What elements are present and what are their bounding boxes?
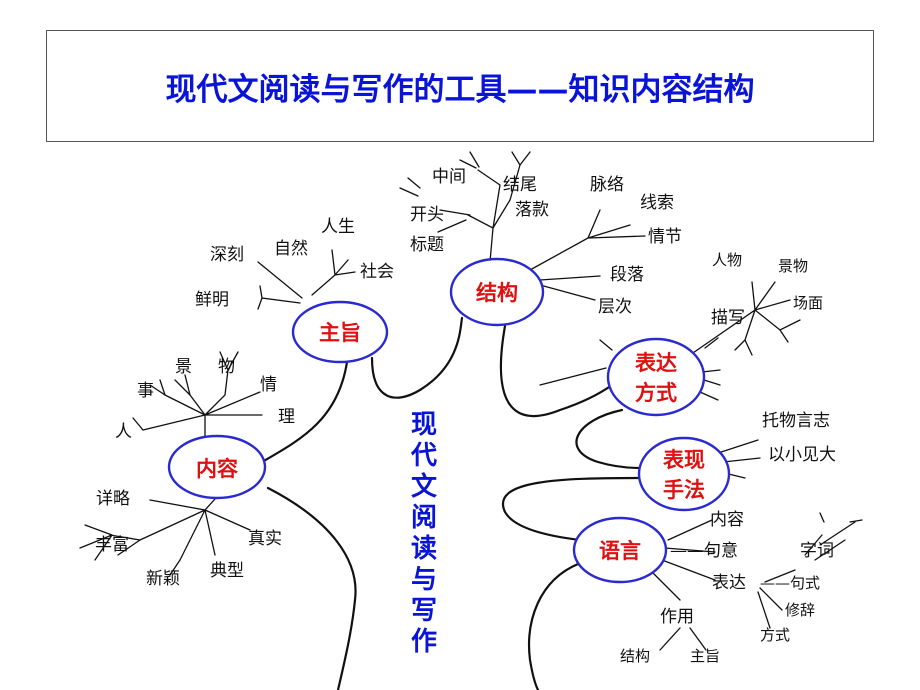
trunk-biaoda-biaoxian [575,408,642,470]
node-neirong: 内容 [196,457,238,481]
label-jiewei: 结尾 [503,175,537,195]
label-biaoti: 标题 [410,235,444,255]
trunk-yuyan-down [528,562,580,690]
node-neirong-circle [167,434,267,500]
label-yy-biaoda: 表达 [712,573,746,593]
label-li: 理 [278,407,295,427]
label-kaitou: 开头 [410,205,444,225]
node-zhuzhi: 主旨 [319,321,361,345]
label-xiansuo: 线索 [640,193,674,213]
trunk-char: 读 [410,534,437,564]
trunk-biaoxian-yuyan [501,476,642,542]
label-renwu: 人物 [712,251,742,269]
label-dianxing: 典型 [210,561,244,581]
label-qing: 情 [260,375,277,395]
label-tuowu: 托物言志 [762,411,830,431]
trunk-char: 阅 [410,503,437,533]
node-biaoda-circle [606,337,706,417]
node-jiegou: 结构 [476,281,518,305]
label-fengfu: 丰富 [95,535,129,555]
node-biaoxian-line1: 表现 [663,448,705,472]
page-title: 现代文阅读与写作的工具——知识内容结构 [165,71,755,108]
label-yy-juyi: ——句意 [670,541,738,561]
label-shi: 事 [137,381,154,401]
label-shenke: 深刻 [210,245,244,265]
label-yy-jiegou: 结构 [620,647,650,665]
node-jiegou-circle [449,257,545,327]
label-duanluo: 段落 [610,265,644,285]
label-jing: 景 [175,357,192,377]
label-yy-fangshi: 方式 [760,626,790,644]
node-biaoda-line2: 方式 [635,381,677,405]
label-ren: 人 [115,422,132,442]
label-xianglue: 详略 [96,489,130,509]
node-circles [167,257,731,584]
trunk-char: 现 [410,410,437,440]
label-zhenshi: 真实 [248,529,282,549]
label-wu: 物 [218,357,235,377]
label-xinying: 新颖 [146,569,180,589]
label-yy-neirong: 内容 [710,510,744,530]
label-yy-jushi: ——句式 [760,574,820,592]
label-luokuan: 落款 [515,200,549,220]
label-qingjie: 情节 [648,227,682,247]
label-zhongjian: 中间 [432,167,466,187]
trunk-char: 作 [410,627,437,657]
label-yy-zici: 字词 [800,541,834,561]
label-yixiao: 以小见大 [768,445,836,465]
label-yy-xiuci: 修辞 [785,601,815,619]
label-jingwu: 景物 [778,257,808,275]
label-ziran: 自然 [274,239,308,259]
label-changmian: 场面 [793,294,823,312]
trunk-char: 代 [410,441,437,471]
node-yuyan-circle [572,516,668,584]
trunk-zhuzhi-jiegou [370,316,464,399]
node-biaoxian-circle [637,436,731,512]
trunk-char: 写 [410,596,437,626]
label-mailuo: 脉络 [590,175,624,195]
label-miaoxie: 描写 [711,308,745,328]
trunk-left-outer [266,486,357,690]
node-biaoxian-line2: 手法 [663,478,705,502]
label-yy-zuoyong: 作用 [660,607,694,627]
trunk-char: 与 [410,565,437,595]
label-cengci: 层次 [598,297,632,317]
label-shehui: 社会 [360,262,394,282]
trunk-vertical-label: 现 代 文 阅 读 与 写 作 [404,410,444,658]
node-yuyan: 语言 [599,539,641,563]
node-zhuzhi-circle [291,300,389,364]
trunk-char: 文 [410,472,437,502]
label-yy-zhuzhi: 主旨 [690,647,720,665]
label-xianming: 鲜明 [195,290,229,310]
label-rensheng: 人生 [321,217,355,237]
trunk-jiegou-down [499,324,614,418]
trunk-lines [260,316,642,690]
trunk-zhuzhi-down [260,360,349,464]
node-biaoda-line1: 表达 [635,351,677,375]
title-box: 现代文阅读与写作的工具——知识内容结构 [46,30,874,142]
branch-lines [79,151,863,651]
